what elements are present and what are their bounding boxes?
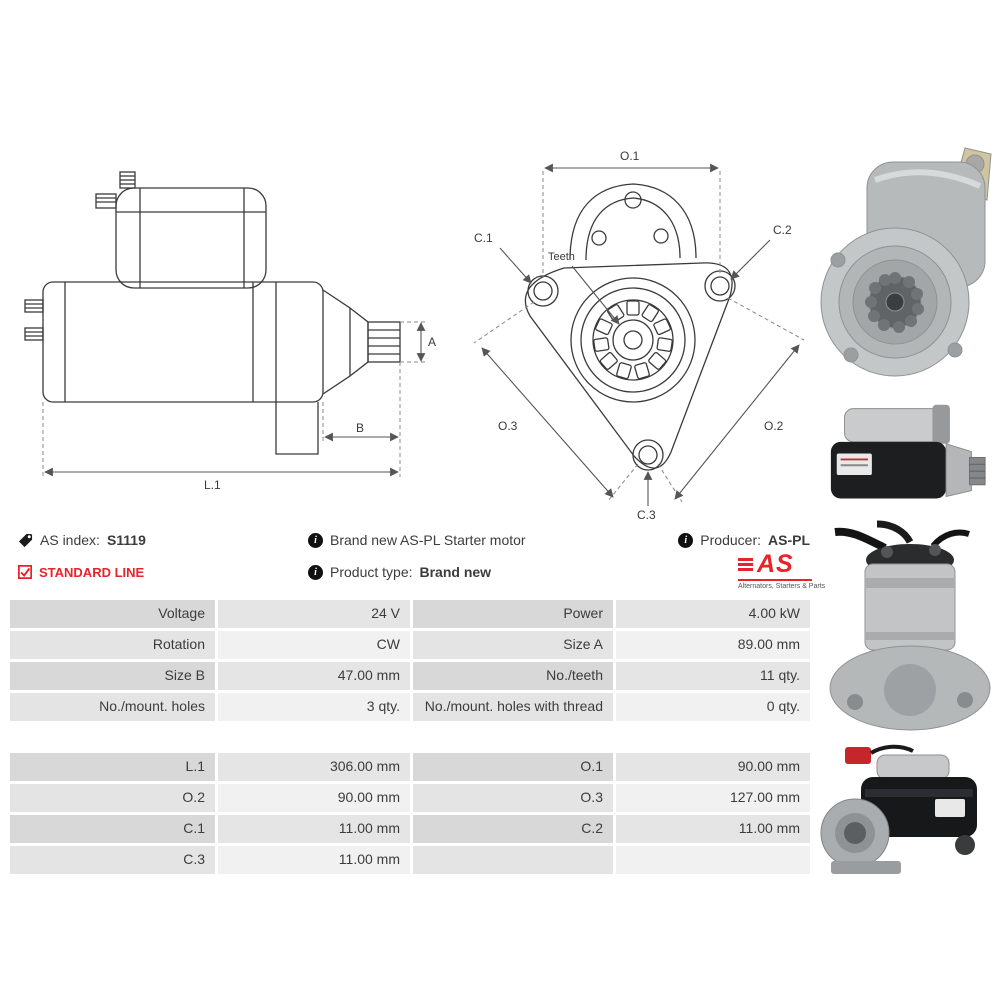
spec-value: 306.00 mm bbox=[218, 753, 410, 781]
starter-black-image bbox=[815, 737, 1000, 885]
producer-row: i Producer: AS-PL bbox=[678, 531, 810, 549]
spec-value bbox=[616, 846, 810, 874]
spec-label: C.3 bbox=[10, 846, 215, 874]
as-index-label: AS index: bbox=[40, 532, 100, 548]
teeth-label: Teeth bbox=[548, 251, 575, 263]
dim-label-a: A bbox=[428, 335, 436, 349]
brand-new-text: Brand new AS-PL Starter motor bbox=[330, 532, 526, 548]
spec-label bbox=[413, 846, 613, 874]
spec-value: 4.00 kW bbox=[616, 600, 810, 628]
product-type-label: Product type: bbox=[330, 564, 413, 580]
dim-label-o3: O.3 bbox=[498, 419, 518, 433]
extension-lines bbox=[42, 321, 428, 477]
pinion-teeth bbox=[865, 272, 924, 333]
checkbox-checked-icon bbox=[18, 565, 32, 579]
logo-subtext: Alternators, Starters & Parts bbox=[738, 583, 826, 590]
dimension-lines bbox=[44, 322, 426, 477]
product-photo-side bbox=[815, 395, 1000, 517]
spec-value: 47.00 mm bbox=[218, 662, 410, 690]
spec-label: Power bbox=[413, 600, 613, 628]
info-icon: i bbox=[678, 532, 694, 548]
spec-label: C.1 bbox=[10, 815, 215, 843]
spec-label: Voltage bbox=[10, 600, 215, 628]
producer-label: Producer: bbox=[700, 532, 761, 548]
spec-label: Size A bbox=[413, 631, 613, 659]
product-photo-front-flange bbox=[815, 140, 1000, 390]
as-pl-logo: AS Alternators, Starters & Parts bbox=[738, 550, 826, 590]
dim-label-c1: C.1 bbox=[474, 231, 493, 245]
product-photo-black-starter bbox=[815, 737, 1000, 885]
solenoid-top-image bbox=[815, 520, 1000, 732]
product-photo-solenoid bbox=[815, 520, 1000, 732]
starter-front-view-diagram: O.1 C.1 C.2 Teeth O.3 O.2 C.3 bbox=[473, 149, 805, 522]
as-index-value: S1119 bbox=[106, 532, 146, 548]
spec-value: 3 qty. bbox=[218, 693, 410, 721]
spec-label: O.1 bbox=[413, 753, 613, 781]
spec-label: O.2 bbox=[10, 784, 215, 812]
dim-label-l1: L.1 bbox=[204, 478, 221, 492]
starter-front-flange-image bbox=[815, 140, 1000, 390]
spec-label: Rotation bbox=[10, 631, 215, 659]
spec-value: 11.00 mm bbox=[616, 815, 810, 843]
dimension-lines bbox=[481, 163, 800, 506]
info-icon: i bbox=[308, 564, 323, 580]
standard-line-row: STANDARD LINE bbox=[18, 563, 144, 581]
dim-label-o1: O.1 bbox=[620, 149, 640, 163]
dim-label-b: B bbox=[356, 421, 364, 435]
spec-value: 11.00 mm bbox=[218, 846, 410, 874]
spec-value: 24 V bbox=[218, 600, 410, 628]
spec-label: No./mount. holes with thread bbox=[413, 693, 613, 721]
dim-label-c3: C.3 bbox=[637, 508, 656, 522]
spec-label: No./teeth bbox=[413, 662, 613, 690]
product-type-value: Brand new bbox=[419, 564, 492, 580]
product-type-row: i Product type: Brand new bbox=[308, 563, 491, 581]
spec-label: O.3 bbox=[413, 784, 613, 812]
front-view-outline bbox=[524, 183, 736, 471]
spec-label: No./mount. holes bbox=[10, 693, 215, 721]
logo-text: AS bbox=[757, 550, 794, 578]
spec-table-block-2: L.1 306.00 mm O.1 90.00 mm O.2 90.00 mm … bbox=[10, 753, 810, 874]
spec-value: 11.00 mm bbox=[218, 815, 410, 843]
producer-value: AS-PL bbox=[768, 532, 810, 548]
dim-label-o2: O.2 bbox=[764, 419, 784, 433]
spec-label: C.2 bbox=[413, 815, 613, 843]
tag-icon bbox=[18, 533, 33, 547]
starter-side-image bbox=[817, 395, 998, 517]
spec-value: CW bbox=[218, 631, 410, 659]
gear-teeth bbox=[593, 300, 673, 380]
dim-label-c2: C.2 bbox=[773, 223, 792, 237]
logo-rule bbox=[738, 579, 812, 581]
brand-new-row: i Brand new AS-PL Starter motor bbox=[308, 531, 526, 549]
side-view-outline bbox=[24, 171, 401, 455]
spec-value: 11 qty. bbox=[616, 662, 810, 690]
standard-line-label: STANDARD LINE bbox=[39, 564, 145, 580]
spec-label: L.1 bbox=[10, 753, 215, 781]
starter-side-view-diagram: A B L.1 bbox=[24, 171, 436, 492]
spec-value: 89.00 mm bbox=[616, 631, 810, 659]
spec-value: 90.00 mm bbox=[616, 753, 810, 781]
spec-table-block-1: Voltage 24 V Power 4.00 kW Rotation CW S… bbox=[10, 600, 810, 721]
spec-value: 127.00 mm bbox=[616, 784, 810, 812]
info-icon: i bbox=[308, 532, 323, 548]
spec-value: 0 qty. bbox=[616, 693, 810, 721]
logo-stripes bbox=[738, 556, 753, 573]
as-index-row: AS index: S1119 bbox=[18, 531, 146, 549]
spec-label: Size B bbox=[10, 662, 215, 690]
spec-value: 90.00 mm bbox=[218, 784, 410, 812]
